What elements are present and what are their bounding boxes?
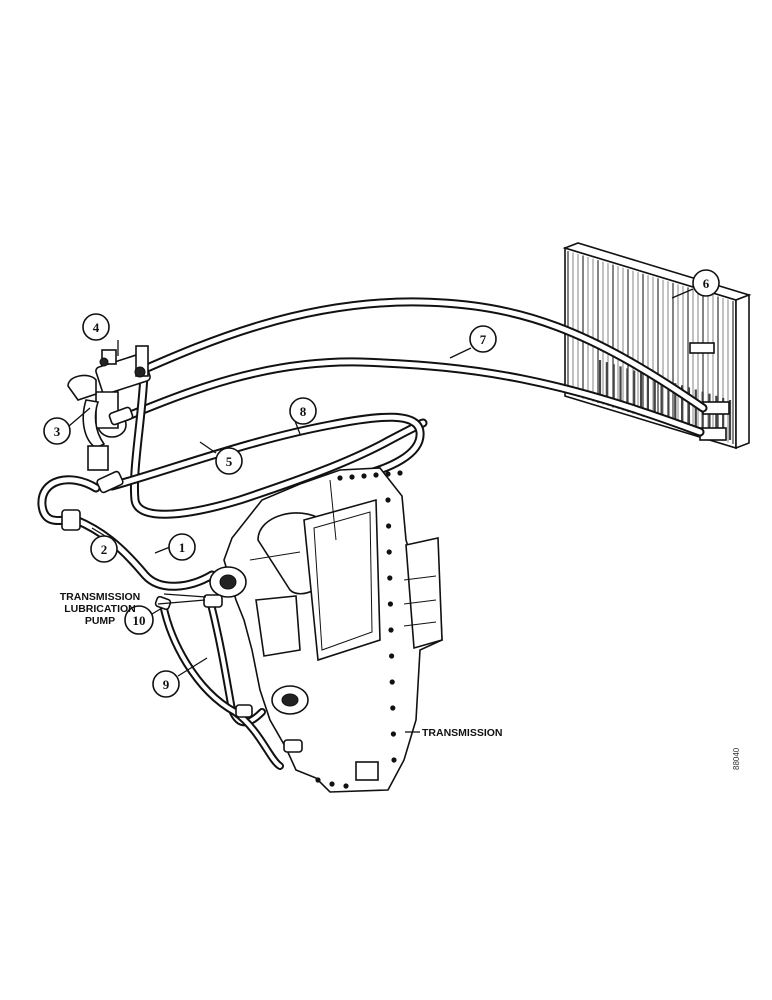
bolt xyxy=(390,705,396,711)
bolt xyxy=(389,679,395,685)
bolt xyxy=(337,475,343,481)
svg-text:PUMP: PUMP xyxy=(85,615,115,627)
svg-text:TRANSMISSION: TRANSMISSION xyxy=(60,591,141,603)
svg-text:10: 10 xyxy=(133,613,146,628)
hoses xyxy=(37,297,708,770)
callout-1: 1 xyxy=(168,533,196,561)
bolt xyxy=(386,549,392,555)
svg-text:2: 2 xyxy=(101,542,108,557)
bolt xyxy=(387,601,393,607)
pump-label: TRANSMISSION LUBRICATION PUMP xyxy=(60,591,141,627)
filter-assembly xyxy=(61,345,151,531)
bolt xyxy=(385,497,391,503)
callout-6: 6 xyxy=(692,269,720,297)
bolt xyxy=(397,470,403,476)
bolt xyxy=(390,731,396,737)
callout-9: 9 xyxy=(152,670,180,698)
bolt xyxy=(361,473,367,479)
svg-text:7: 7 xyxy=(480,332,487,347)
svg-text:1: 1 xyxy=(179,540,186,555)
hose-core xyxy=(39,477,99,524)
svg-text:3: 3 xyxy=(54,424,61,439)
leader-lines xyxy=(68,288,694,733)
callout-4: 4 xyxy=(82,313,110,341)
transmission-housing xyxy=(223,467,443,793)
svg-text:6: 6 xyxy=(703,276,710,291)
hose-core xyxy=(208,598,264,725)
bolt xyxy=(389,653,395,659)
hose-core xyxy=(109,414,423,489)
hose-core xyxy=(161,602,282,768)
bolt xyxy=(386,523,392,529)
bolt xyxy=(387,575,393,581)
transmission-label: TRANSMISSION xyxy=(422,727,503,739)
svg-text:8: 8 xyxy=(300,404,307,419)
callout-7: 7 xyxy=(469,325,497,353)
bolt xyxy=(343,783,349,789)
bolt xyxy=(349,474,355,480)
bolt xyxy=(388,627,394,633)
callout-3: 3 xyxy=(43,417,71,445)
bolt xyxy=(385,471,391,477)
callout-2: 2 xyxy=(90,535,118,563)
figure-code: 88040 xyxy=(732,747,741,770)
svg-text:9: 9 xyxy=(163,677,170,692)
hose-core xyxy=(131,371,426,517)
bolt xyxy=(391,757,397,763)
callout-8: 8 xyxy=(289,397,317,425)
svg-text:4: 4 xyxy=(93,320,100,335)
svg-text:LUBRICATION: LUBRICATION xyxy=(64,603,136,615)
bolt xyxy=(315,777,321,783)
hose-core xyxy=(115,359,703,435)
callout-5: 5 xyxy=(215,447,243,475)
svg-text:5: 5 xyxy=(226,454,233,469)
callout-10: 10 xyxy=(124,605,154,635)
bolt xyxy=(329,781,335,787)
hose-core xyxy=(135,299,706,411)
lubrication-pump xyxy=(154,566,303,753)
bolt xyxy=(373,472,379,478)
